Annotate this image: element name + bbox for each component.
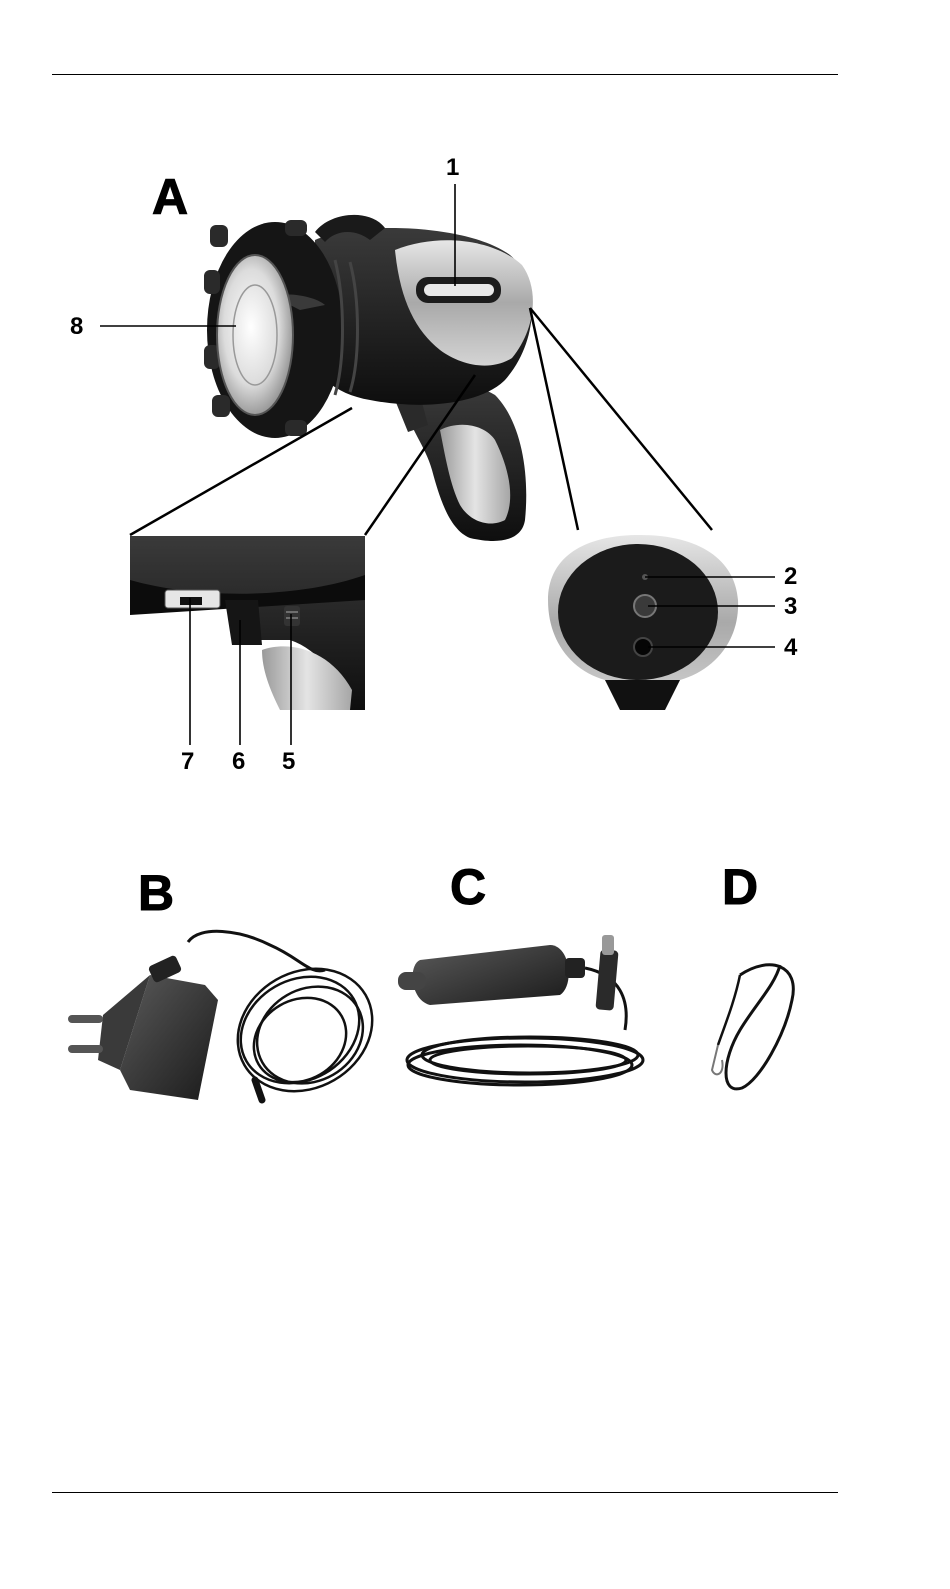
callout-3: 3	[784, 595, 797, 619]
inset-bottom-detail	[130, 536, 365, 710]
panel-label-b: B	[138, 868, 174, 918]
inset-rear-detail	[548, 535, 738, 710]
panel-label-c: C	[450, 862, 486, 912]
spotlight	[204, 215, 533, 541]
callout-8: 8	[70, 315, 83, 339]
lanyard	[712, 965, 793, 1089]
callout-7: 7	[181, 750, 194, 774]
panel-label-a: A	[152, 172, 188, 222]
panel-label-d: D	[722, 862, 758, 912]
callout-2: 2	[784, 565, 797, 589]
callout-5: 5	[282, 750, 295, 774]
spotlight-lens	[217, 255, 293, 415]
mains-adapter	[68, 931, 395, 1115]
callout-4: 4	[784, 636, 797, 660]
car-adapter	[398, 935, 643, 1085]
callout-6: 6	[232, 750, 245, 774]
callout-1: 1	[446, 156, 459, 180]
